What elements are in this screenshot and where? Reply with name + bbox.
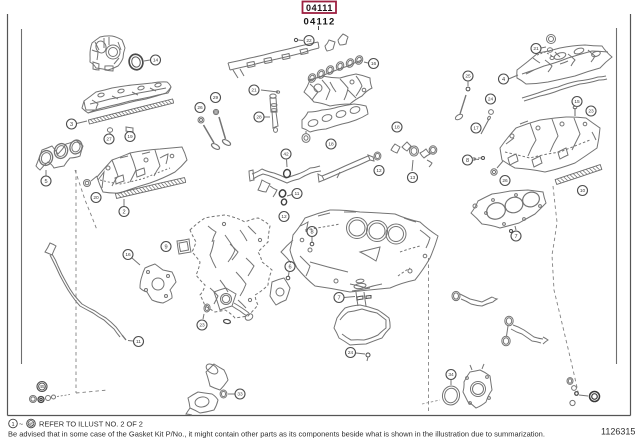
svg-text:8: 8 [310,230,313,236]
svg-text:24: 24 [488,97,494,103]
svg-text:04112: 04112 [304,17,336,28]
svg-text:13: 13 [410,175,416,181]
svg-text:42: 42 [283,152,289,158]
svg-text:1126315: 1126315 [601,427,635,437]
svg-text:11: 11 [136,339,141,345]
svg-text:11: 11 [295,191,300,197]
svg-text:12: 12 [281,214,287,220]
svg-text:29: 29 [213,95,219,101]
svg-text:6: 6 [288,265,291,271]
svg-text:23: 23 [199,323,205,329]
svg-text:5: 5 [44,179,47,185]
svg-text:19: 19 [127,134,133,140]
svg-text:26: 26 [502,178,508,184]
svg-text:34: 34 [448,372,454,378]
svg-text:7: 7 [337,296,340,302]
svg-text:14: 14 [153,58,159,64]
svg-text:22: 22 [306,38,312,44]
svg-text:8: 8 [466,158,469,164]
svg-text:16: 16 [125,252,131,258]
svg-text:17: 17 [473,126,479,132]
svg-text:10: 10 [580,188,586,194]
svg-text:04111: 04111 [306,3,333,13]
svg-text:16: 16 [371,61,377,67]
svg-text:27: 27 [106,137,112,143]
svg-text:12: 12 [376,168,382,174]
svg-text:25: 25 [465,74,471,80]
svg-text:Be advised that in some case o: Be advised that in some case of the Gask… [8,430,545,439]
svg-text:7: 7 [514,234,517,240]
svg-text:21: 21 [251,88,257,94]
svg-text:21: 21 [533,46,539,52]
svg-text:24: 24 [348,350,354,356]
svg-text:18: 18 [394,125,400,131]
svg-text:23: 23 [588,109,594,115]
svg-text:18: 18 [328,142,334,148]
svg-text:2: 2 [122,210,125,216]
svg-text:4: 4 [502,77,505,83]
svg-text:15: 15 [574,99,580,105]
svg-text:28: 28 [256,115,262,121]
svg-text:1: 1 [11,422,14,428]
svg-text:3: 3 [70,122,73,128]
svg-text:REFER TO ILLUST NO. 2 OF 2: REFER TO ILLUST NO. 2 OF 2 [39,420,143,429]
svg-text:45: 45 [39,384,45,390]
svg-text:26: 26 [197,105,203,111]
svg-text:20: 20 [93,195,99,201]
svg-text:45: 45 [29,422,34,427]
svg-text:~: ~ [19,422,23,429]
svg-text:33: 33 [237,392,243,398]
svg-text:9: 9 [164,245,167,251]
